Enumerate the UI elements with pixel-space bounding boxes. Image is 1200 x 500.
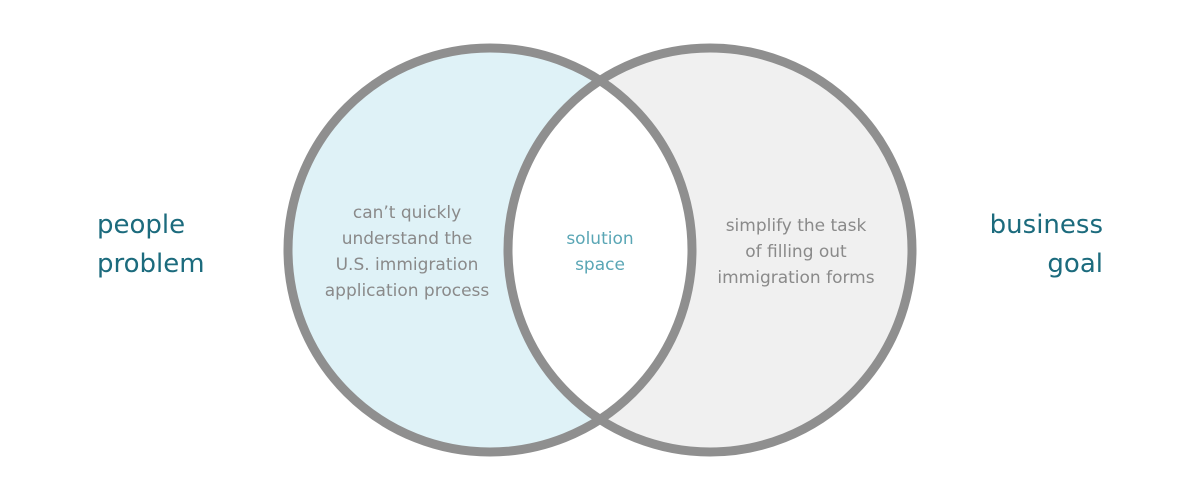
text-line: space <box>575 255 625 275</box>
business-goal-text: simplify the task of filling out immigra… <box>686 213 906 291</box>
text-line: understand the <box>341 229 473 249</box>
label-line: people <box>97 210 186 240</box>
text-line: can’t quickly <box>352 203 462 223</box>
overlap-region <box>508 48 692 452</box>
people-problem-label: people problem <box>97 206 205 284</box>
text-line: U.S. immigration <box>335 255 479 275</box>
text-line: application process <box>324 281 490 301</box>
left-circle-outline <box>283 43 697 457</box>
label-line: business <box>989 210 1103 240</box>
business-goal-label: business goal <box>990 206 1103 284</box>
text-line: immigration forms <box>717 268 875 288</box>
text-line: simplify the task <box>725 216 867 236</box>
solution-space-text: solution space <box>540 226 660 278</box>
label-line: goal <box>1047 249 1103 279</box>
right-circle-outline <box>503 43 917 457</box>
label-line: problem <box>97 249 205 279</box>
people-problem-text: can’t quickly understand the U.S. immigr… <box>297 200 517 304</box>
text-line: solution <box>566 229 634 249</box>
text-line: of filling out <box>745 242 847 262</box>
